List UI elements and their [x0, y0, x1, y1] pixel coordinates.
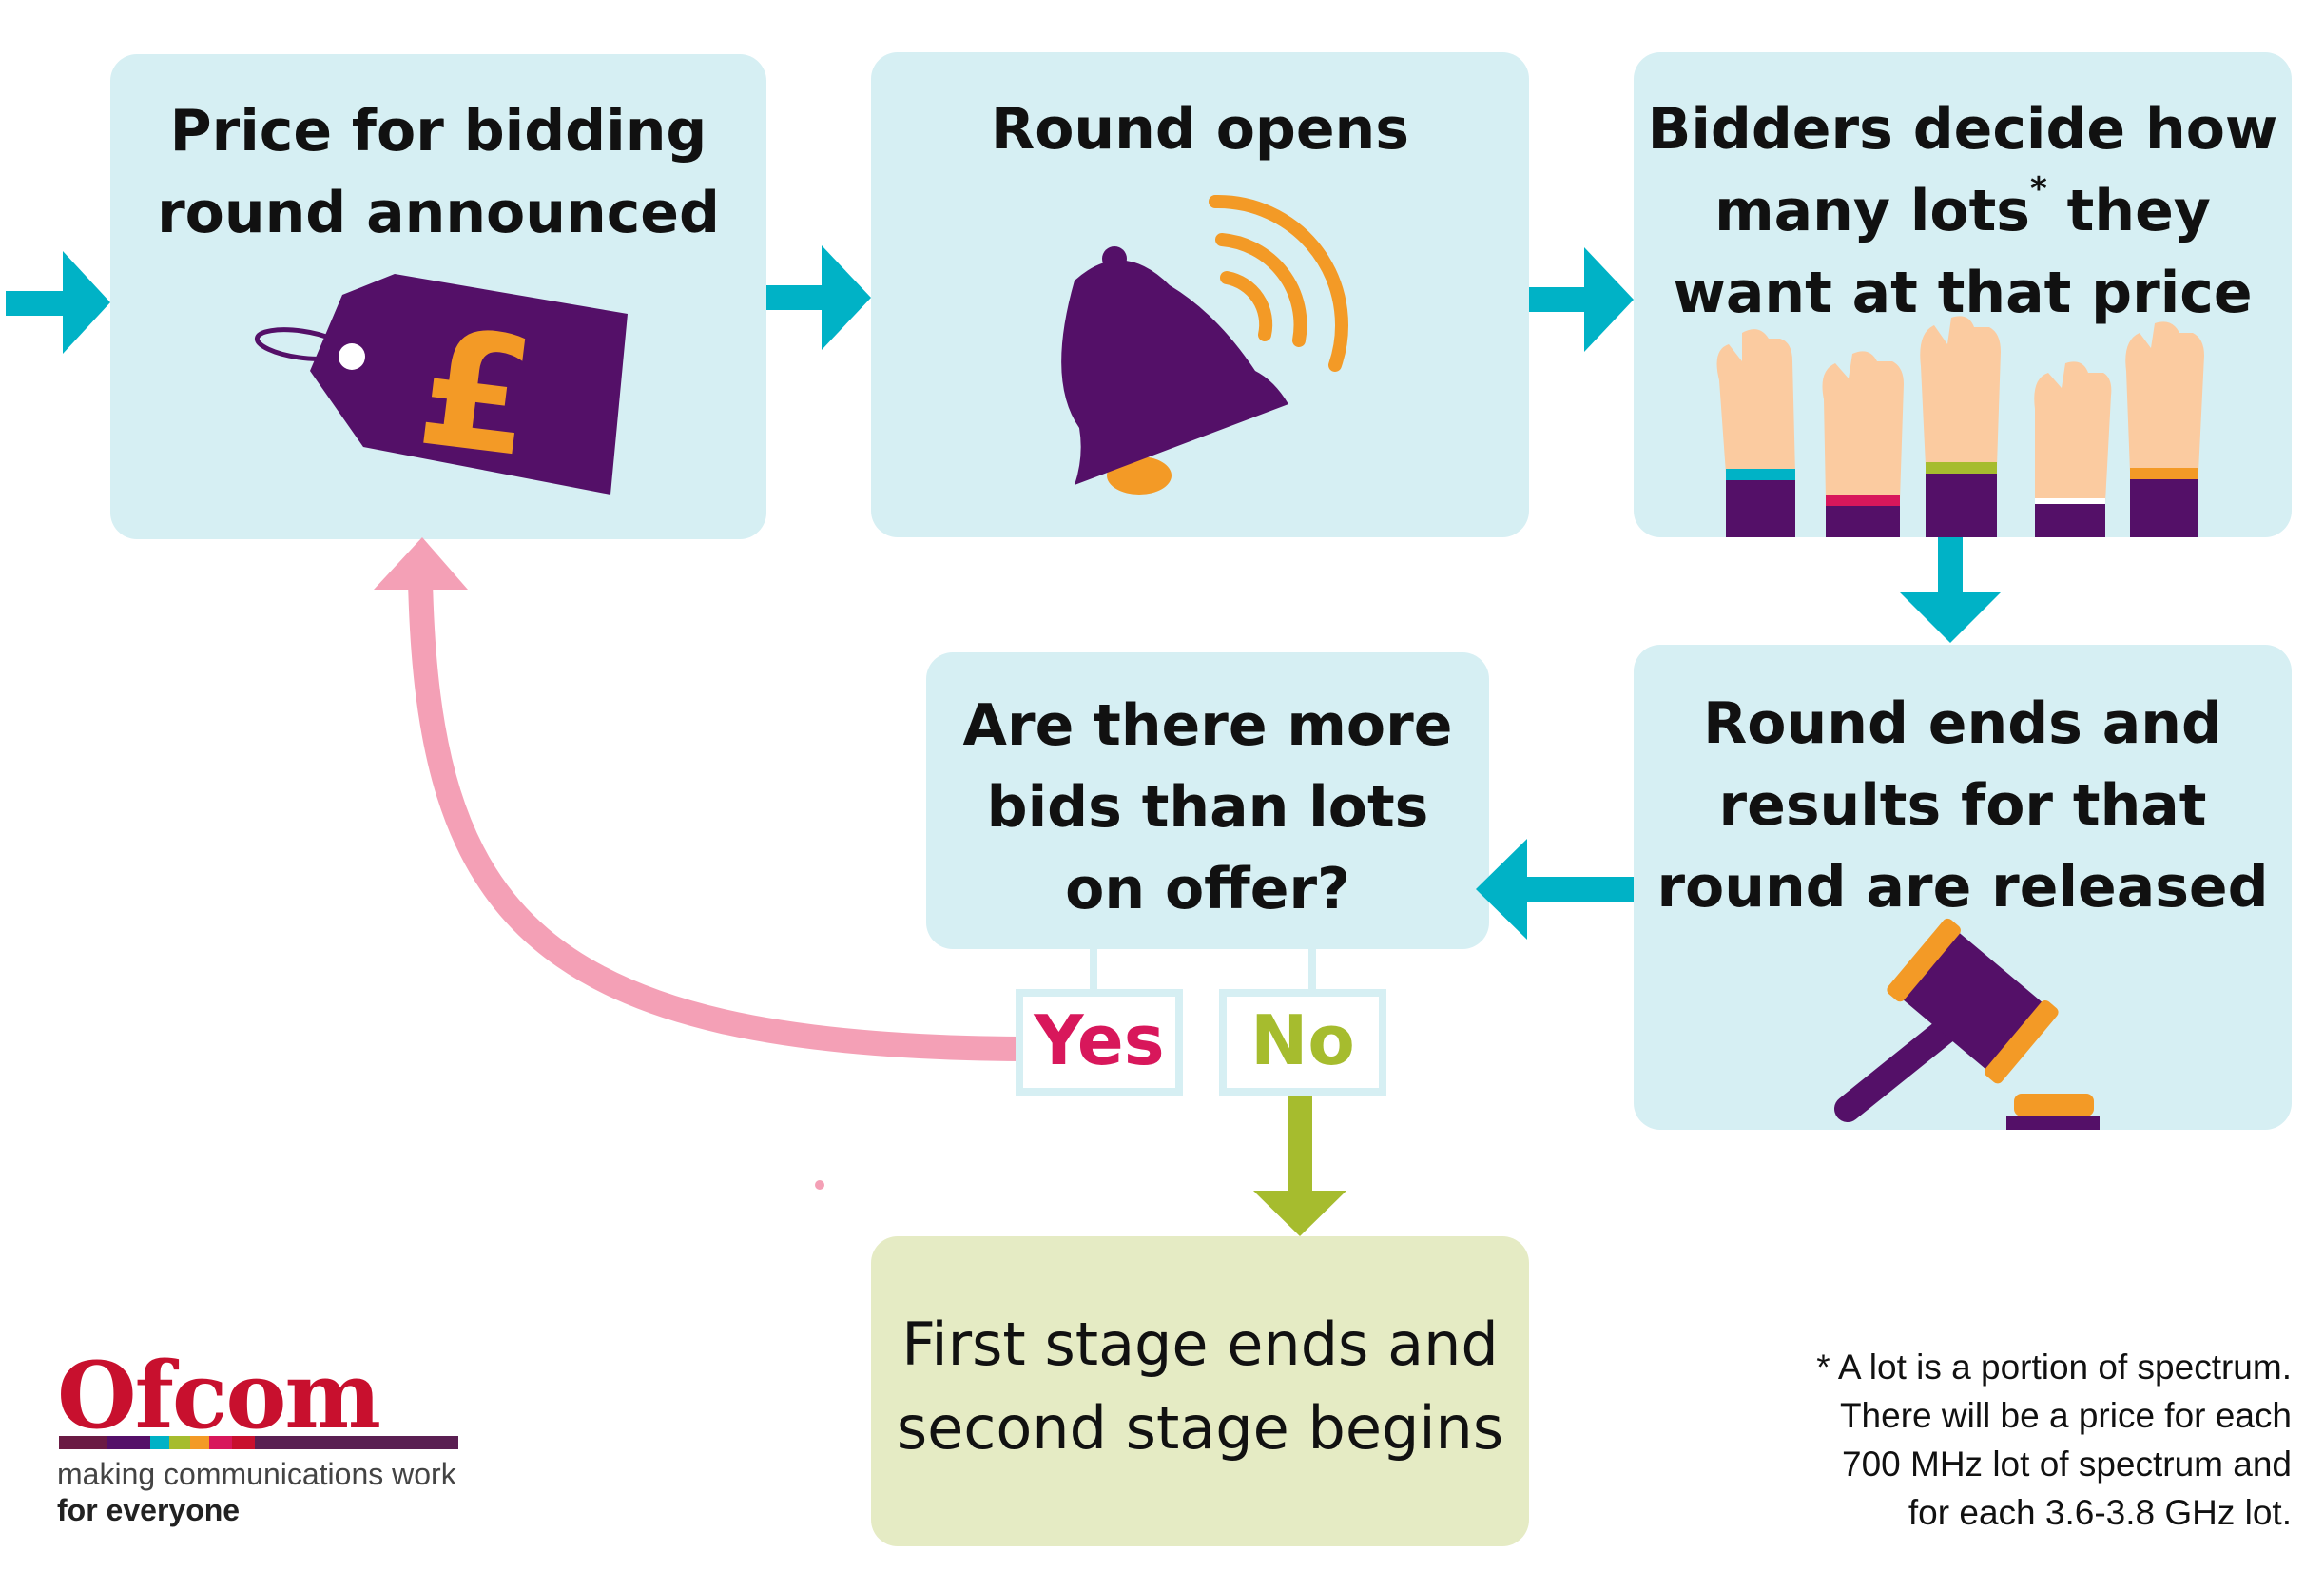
decision-line1: Are there more — [962, 692, 1453, 759]
step-bidders-line2-end: they — [2046, 178, 2211, 244]
step-bidders-decide: Bidders decide how many lots* they want … — [1634, 52, 2292, 537]
arrow-open-to-bidders — [1529, 247, 1634, 352]
arrow-price-to-open — [766, 245, 871, 350]
step-round-ends-title: Round ends and results for that round ar… — [1634, 683, 2292, 928]
ofcom-logo-strip — [59, 1436, 458, 1449]
step-results-line3: round are released — [1656, 854, 2269, 921]
price-tag-pound-icon: £ — [254, 274, 628, 495]
ofcom-logo: Ofcom — [57, 1342, 381, 1449]
stray-dot — [815, 1180, 824, 1190]
arrow-no-down — [1253, 1092, 1346, 1236]
step-bidders-line2: many lots* they — [1714, 170, 2211, 244]
arrow-bidders-to-results — [1900, 537, 2001, 643]
step-open-line1: Round opens — [991, 96, 1409, 163]
answer-no-label: No — [1250, 1000, 1355, 1080]
ofcom-tagline-line1: making communications work — [57, 1457, 456, 1491]
step-final-title: First stage ends and second stage begins — [871, 1303, 1529, 1470]
connector-to-no — [1308, 949, 1316, 993]
bell-ringing-icon — [1061, 194, 1348, 495]
answer-no: No — [1219, 989, 1386, 1096]
step-round-opens-title: Round opens — [871, 88, 1529, 170]
raised-hands-icon — [1716, 316, 2204, 537]
ofcom-tagline: making communications work for everyone — [57, 1456, 456, 1528]
step-final-line2: second stage begins — [896, 1393, 1504, 1463]
step-bidders-title: Bidders decide how many lots* they want … — [1634, 88, 2292, 334]
connector-to-yes — [1090, 949, 1097, 993]
footnote-line1: * A lot is a portion of spectrum. — [1816, 1348, 2292, 1387]
decision-line3: on offer? — [1065, 856, 1350, 922]
footnote: * A lot is a portion of spectrum. There … — [1816, 1343, 2292, 1537]
footnote-line4: for each 3.6-3.8 GHz lot. — [1908, 1493, 2292, 1532]
step-final-line1: First stage ends and — [901, 1310, 1499, 1379]
step-price-line2: round announced — [157, 180, 720, 246]
footnote-line2: There will be a price for each — [1839, 1396, 2292, 1435]
step-bidders-line1: Bidders decide how — [1647, 96, 2278, 163]
decision-more-bids: Are there more bids than lots on offer? — [926, 652, 1489, 949]
step-round-opens: Round opens — [871, 52, 1529, 537]
answer-yes: Yes — [1016, 989, 1183, 1096]
step-bidders-line2-main: many lots — [1714, 178, 2031, 244]
decision-line2: bids than lots — [986, 774, 1429, 841]
step-first-stage-ends: First stage ends and second stage begins — [871, 1236, 1529, 1546]
step-price-line1: Price for bidding — [169, 98, 707, 165]
decision-question: Are there more bids than lots on offer? — [926, 685, 1489, 930]
footnote-line3: 700 MHz lot of spectrum and — [1842, 1445, 2292, 1484]
step-results-line2: results for that — [1718, 772, 2207, 839]
answer-yes-label: Yes — [1034, 1000, 1165, 1080]
arrow-into-price — [6, 251, 110, 354]
step-results-line1: Round ends and — [1703, 690, 2222, 757]
arrow-yes-loop — [374, 537, 1022, 1061]
gavel-icon — [1834, 918, 2100, 1130]
arrow-results-to-question — [1476, 839, 1634, 940]
footnote-marker: * — [2030, 170, 2047, 208]
ofcom-tagline-line2: for everyone — [57, 1493, 241, 1527]
step-price-announced-title: Price for bidding round announced — [110, 90, 766, 254]
pound-symbol: £ — [409, 294, 544, 495]
step-bidders-line3: want at that price — [1673, 260, 2253, 326]
